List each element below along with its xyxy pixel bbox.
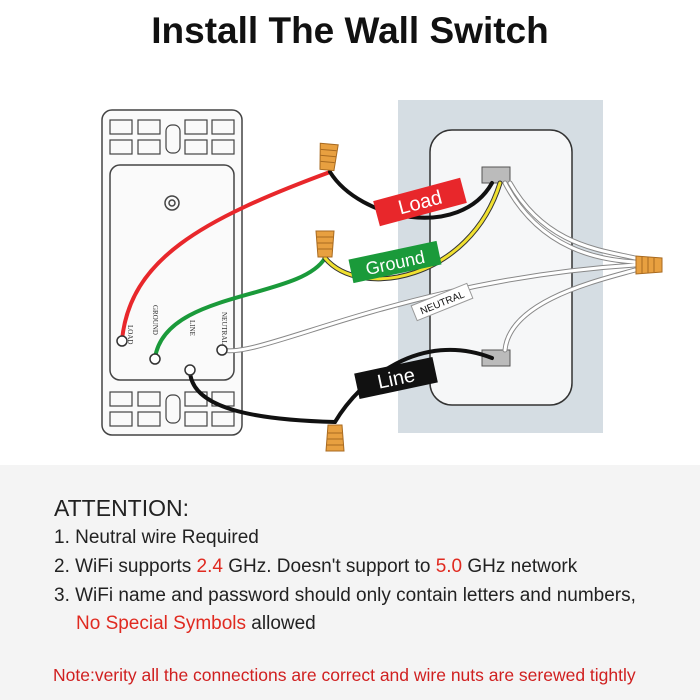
attention-item-3-cont: No Special Symbols allowed [76, 613, 316, 635]
item2-text-end: GHz network [462, 556, 578, 577]
terminal-label-load: LOAD [126, 325, 134, 344]
wire-nut-load [317, 142, 339, 172]
attention-background [0, 465, 700, 700]
terminal-bottom [481, 349, 511, 367]
attention-item-3: 3. WiFi name and password should only co… [54, 585, 636, 606]
load-wire-red [120, 170, 332, 342]
ground-wire-green [153, 256, 327, 360]
item2-text-mid: GHz. Doesn't support to [222, 556, 436, 577]
smart-switch-back [101, 109, 243, 436]
wiring-diagram: LOAD GROUND LINE NEUTRAL Load Ground NEU… [101, 100, 663, 452]
no-special-symbols: No Special Symbols [76, 613, 247, 634]
page-title: Install The Wall Switch [151, 10, 549, 51]
item2-text: 2. WiFi supports [54, 556, 197, 577]
neutral-wires-white [220, 181, 637, 353]
terminal-top [481, 166, 511, 184]
item2-freq-unsupported: 5.0 [435, 556, 463, 577]
note-text: Note:verity all the connections are corr… [53, 665, 636, 685]
attention-item-1: 1. Neutral wire Required [54, 527, 259, 548]
terminal-label-line: LINE [188, 320, 196, 336]
attention-item-2: 2. WiFi supports 2.4 GHz. Doesn't suppor… [54, 556, 577, 578]
item2-freq-supported: 2.4 [196, 556, 223, 577]
wire-nut-neutral [635, 255, 663, 275]
item3-text-end: allowed [246, 613, 316, 634]
terminal-label-neutral: NEUTRAL [220, 312, 228, 345]
attention-heading: ATTENTION: [54, 495, 190, 521]
wire-nut-ground [315, 230, 335, 258]
wire-nut-line [325, 424, 345, 452]
line-wire-black [188, 347, 494, 425]
terminal-label-ground: GROUND [151, 305, 159, 335]
